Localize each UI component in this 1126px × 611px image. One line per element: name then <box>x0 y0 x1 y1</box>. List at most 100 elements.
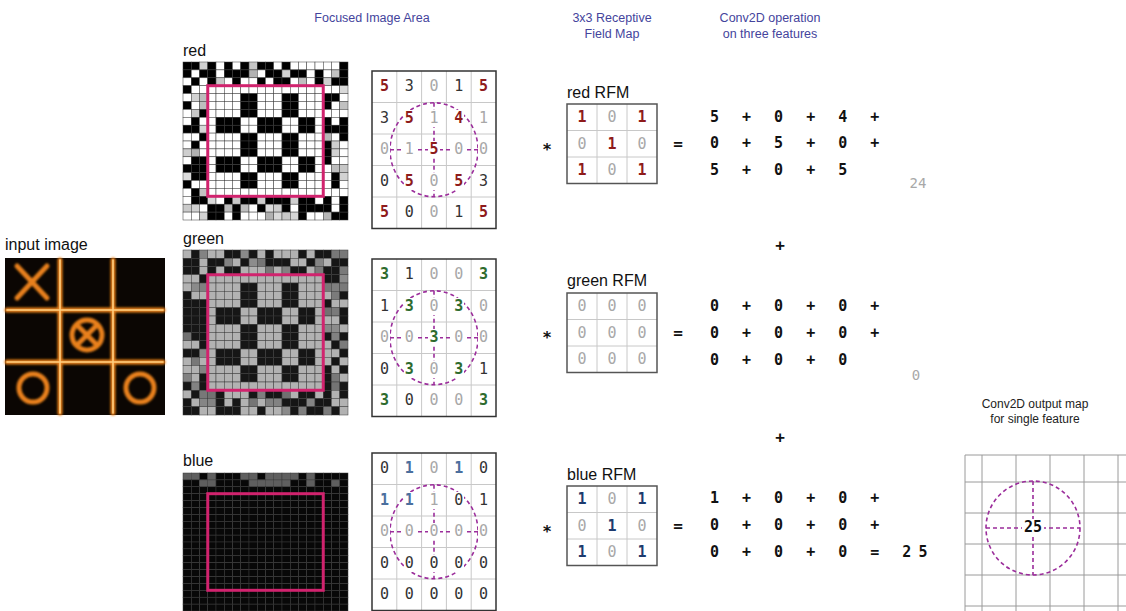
pixel <box>183 102 191 110</box>
pixel <box>299 577 307 584</box>
pixel <box>216 300 224 308</box>
pixel <box>299 283 307 291</box>
pixel <box>208 480 216 487</box>
pixel <box>282 117 290 125</box>
pixel <box>233 283 241 291</box>
pixel <box>323 250 331 258</box>
pixel <box>332 366 340 374</box>
pixel <box>274 501 282 508</box>
pixel <box>332 407 340 415</box>
pixel <box>282 165 290 173</box>
pixel <box>290 102 298 110</box>
pixel <box>307 563 315 570</box>
pixel <box>216 407 224 415</box>
matrix-cell: 3 <box>453 361 464 378</box>
pixel <box>290 357 298 365</box>
pixel <box>315 212 323 220</box>
pixel <box>257 577 265 584</box>
pixel <box>208 473 216 480</box>
pixel <box>323 258 331 266</box>
pixel <box>216 94 224 102</box>
pixel <box>224 528 232 535</box>
pixel <box>307 399 315 407</box>
pixel <box>340 86 348 94</box>
pixel <box>224 308 232 316</box>
pixel <box>233 291 241 299</box>
pixel <box>249 283 257 291</box>
pixel <box>241 133 249 141</box>
pixel <box>340 357 348 365</box>
pixel <box>224 117 232 125</box>
pixel <box>191 109 199 117</box>
output-label: Conv2D output map for single feature <box>976 397 1094 427</box>
pixel <box>224 577 232 584</box>
pixel <box>241 125 249 133</box>
pixel <box>183 549 191 556</box>
pixel <box>191 62 199 70</box>
pixel <box>183 604 191 611</box>
pixel <box>216 250 224 258</box>
pixel <box>307 357 315 365</box>
pixel <box>266 308 274 316</box>
pixel <box>183 390 191 398</box>
pixel <box>332 308 340 316</box>
pixel <box>282 308 290 316</box>
pixel <box>340 141 348 149</box>
pixel <box>332 333 340 341</box>
rfm-cell: 0 <box>637 517 646 535</box>
pixel <box>200 480 208 487</box>
pixel <box>257 283 265 291</box>
pixel <box>224 181 232 189</box>
pixel <box>274 212 282 220</box>
pixel <box>216 357 224 365</box>
pixel <box>216 324 224 332</box>
pixel <box>332 117 340 125</box>
pixel <box>282 258 290 266</box>
matrix-cell: 0 <box>404 586 415 603</box>
pixel <box>315 407 323 415</box>
matrix-cell: 5 <box>379 78 390 95</box>
matrix-cell: 1 <box>404 460 415 477</box>
pixel <box>183 366 191 374</box>
pixel <box>290 125 298 133</box>
pixel <box>191 570 199 577</box>
pixel <box>299 181 307 189</box>
pixel <box>274 141 282 149</box>
pixel <box>224 283 232 291</box>
pixel <box>249 291 257 299</box>
focus-square <box>208 494 324 591</box>
pixel <box>216 604 224 611</box>
pixel <box>191 267 199 275</box>
pixel <box>332 324 340 332</box>
pixel <box>191 173 199 181</box>
pixel <box>233 597 241 604</box>
pixel <box>249 62 257 70</box>
pixel <box>282 349 290 357</box>
rfm-cell: 0 <box>577 517 586 535</box>
pixel <box>183 275 191 283</box>
pixel <box>282 125 290 133</box>
pixel <box>266 521 274 528</box>
pixel <box>233 165 241 173</box>
pixel <box>208 204 216 212</box>
pixel <box>249 366 257 374</box>
pixel <box>241 165 249 173</box>
pixel <box>191 521 199 528</box>
pixel <box>340 590 348 597</box>
pixel <box>233 258 241 266</box>
pixel <box>224 300 232 308</box>
matrix-cell: 0 <box>453 266 464 283</box>
pixel <box>340 300 348 308</box>
pixel <box>216 333 224 341</box>
pixel <box>299 399 307 407</box>
pixel <box>216 366 224 374</box>
pixel <box>307 341 315 349</box>
pixel <box>307 157 315 165</box>
pixel <box>340 165 348 173</box>
pixel <box>282 62 290 70</box>
pixel <box>274 291 282 299</box>
pixel <box>183 78 191 86</box>
pixel <box>249 157 257 165</box>
pixel <box>241 597 249 604</box>
